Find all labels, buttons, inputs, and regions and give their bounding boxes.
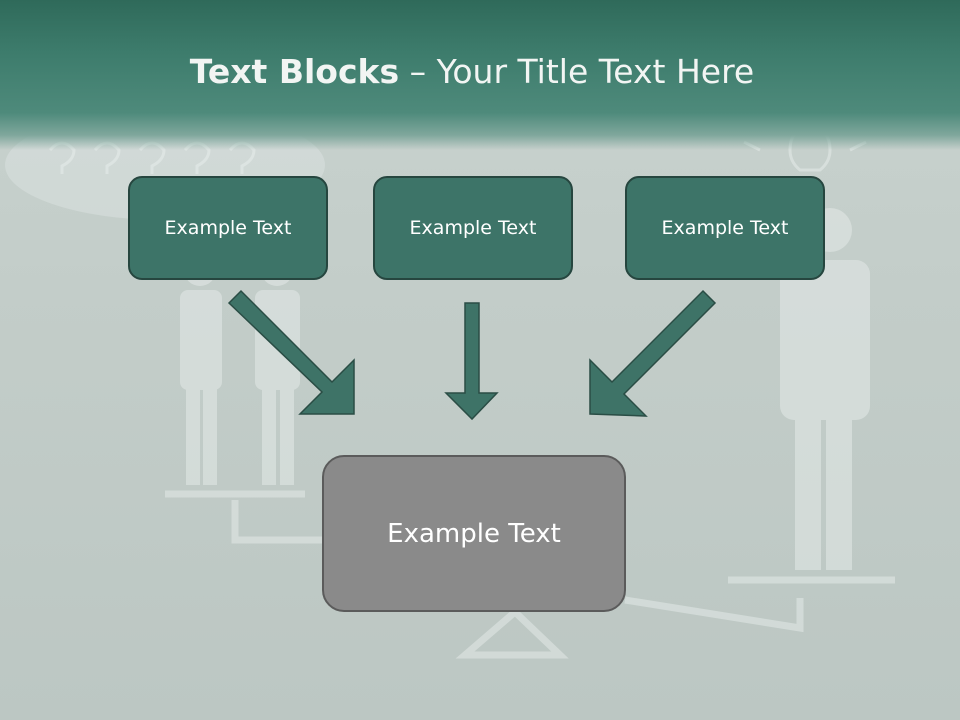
- question-marks-icon: [48, 141, 256, 174]
- text-block-1-label: Example Text: [164, 217, 292, 239]
- seesaw-chalk: [165, 490, 895, 659]
- arrow-right-diagonal-icon: [589, 289, 717, 417]
- arrow-left-diagonal-icon: [227, 289, 355, 415]
- arrow-down-icon: [444, 302, 499, 421]
- text-block-1[interactable]: Example Text: [128, 176, 328, 280]
- text-block-3[interactable]: Example Text: [625, 176, 825, 280]
- text-block-2[interactable]: Example Text: [373, 176, 573, 280]
- text-block-3-label: Example Text: [661, 217, 789, 239]
- slide-title: Text Blocks – Your Title Text Here: [0, 52, 944, 91]
- target-text-block-label: Example Text: [387, 518, 561, 549]
- text-block-2-label: Example Text: [409, 217, 537, 239]
- title-bold: Text Blocks: [189, 52, 400, 91]
- target-text-block[interactable]: Example Text: [322, 455, 626, 612]
- person-silhouette-left-1: [180, 254, 222, 485]
- title-rest: – Your Title Text Here: [399, 52, 755, 91]
- header-band: [0, 0, 960, 150]
